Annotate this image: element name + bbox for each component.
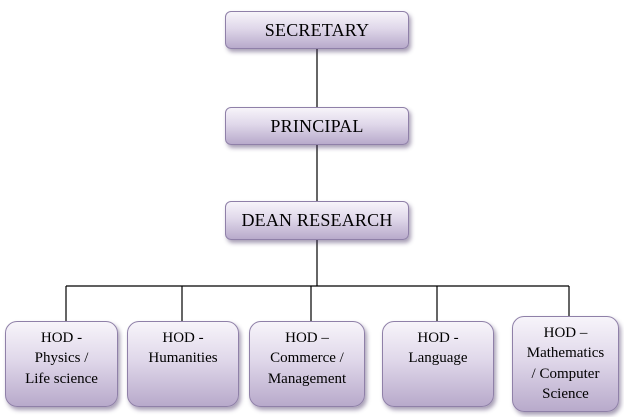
node-hod-language-line-1: HOD -	[417, 330, 459, 346]
node-principal: PRINCIPAL	[225, 107, 409, 145]
node-hod-mathematics-line-2: Mathematics	[526, 345, 605, 362]
node-hod-language-line-2: Language	[408, 350, 468, 367]
node-hod-mathematics: HOD – Mathematics / Computer Science	[512, 316, 619, 412]
node-hod-commerce-line-3: Management	[267, 370, 347, 387]
node-dean-research-label: DEAN RESEARCH	[241, 210, 393, 231]
node-hod-humanities-line-2: Humanities	[148, 350, 218, 367]
node-hod-physics-line-1: HOD -	[40, 330, 83, 346]
node-secretary-label: SECRETARY	[264, 19, 370, 40]
node-dean-research: DEAN RESEARCH	[225, 201, 409, 240]
node-hod-humanities: HOD - Humanities	[127, 321, 239, 407]
node-hod-mathematics-line-4: Science	[542, 385, 589, 402]
node-hod-language: HOD - Language	[382, 321, 494, 407]
node-hod-mathematics-line-3: / Computer	[531, 365, 600, 382]
node-hod-physics-line-3: Life science	[25, 370, 98, 387]
node-hod-mathematics-line-1: HOD –	[543, 325, 588, 341]
node-principal-label: PRINCIPAL	[270, 115, 364, 136]
node-hod-physics: HOD - Physics / Life science	[5, 321, 118, 407]
node-hod-commerce-line-1: HOD –	[285, 330, 329, 346]
node-hod-physics-line-2: Physics /	[34, 350, 89, 367]
node-hod-commerce: HOD – Commerce / Management	[249, 321, 365, 407]
node-hod-humanities-line-1: HOD -	[162, 330, 204, 346]
node-secretary: SECRETARY	[225, 11, 409, 49]
node-hod-commerce-line-2: Commerce /	[270, 350, 344, 367]
